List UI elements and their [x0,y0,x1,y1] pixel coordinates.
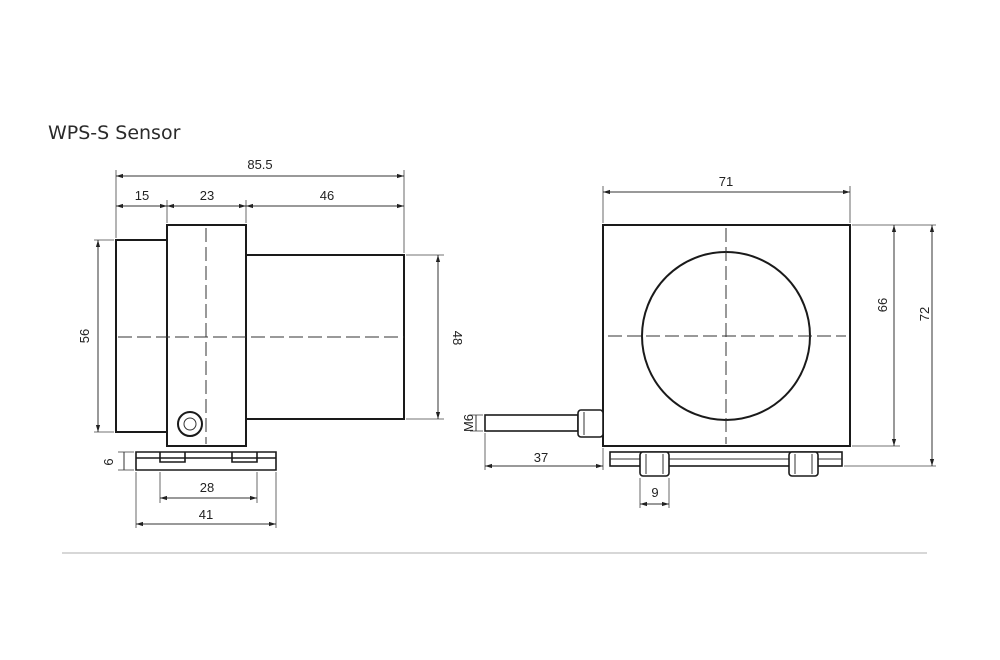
dim-inner-height: 66 [875,298,890,312]
dim-clip-width: 9 [651,485,658,500]
dim-rail-inner: 28 [200,480,214,495]
dim-thread: M6 [461,414,476,432]
rail-clip-right [788,451,819,477]
rail-clip-left [639,451,670,477]
dim-flange: 15 [135,188,149,203]
screw-hole [183,417,197,431]
screw-head [177,411,203,437]
dim-outer-height: 72 [917,307,932,321]
dim-shaft-length: 37 [534,450,548,465]
dim-overall-length: 85.5 [247,157,272,172]
drawing-title: WPS-S Sensor [48,122,181,144]
dim-clamp: 23 [200,188,214,203]
dim-flange-height: 56 [77,329,92,343]
flange-outline [115,239,168,433]
side-view: 85.5 15 23 46 56 48 6 28 41 [77,157,465,528]
housing-outline [245,254,405,420]
mounting-rail [135,451,277,471]
dim-rail-outer: 41 [199,507,213,522]
dim-body: 46 [320,188,334,203]
dim-width: 71 [719,174,733,189]
cable-fitting [577,409,604,438]
dim-rail-height: 6 [101,458,116,465]
dim-body-height: 48 [450,331,465,345]
front-view: 71 66 72 M6 37 9 [461,174,936,508]
cable-shaft [484,414,579,432]
